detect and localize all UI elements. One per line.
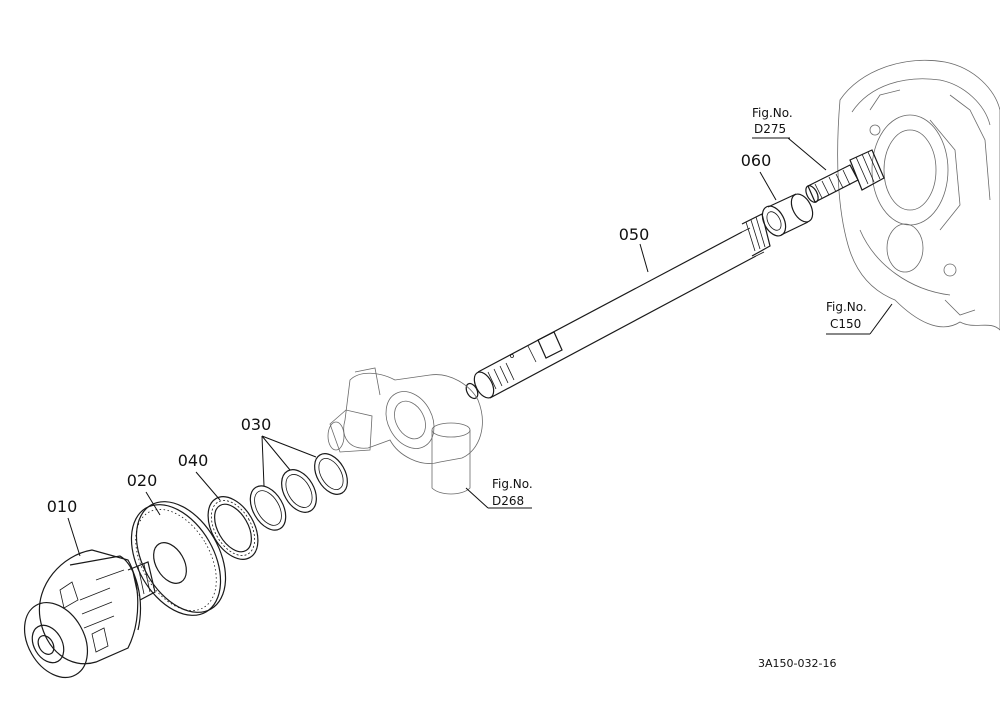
part-label-050: 050 <box>619 225 650 244</box>
leader-c150 <box>869 303 893 335</box>
collar-060 <box>761 193 814 237</box>
part-label-010: 010 <box>47 497 78 516</box>
leader-d268 <box>465 487 532 509</box>
plate-020 <box>130 501 227 616</box>
part-label-020: 020 <box>127 471 158 490</box>
bearing-040 <box>207 496 259 560</box>
main-shaft-050 <box>465 213 771 400</box>
spline-stub <box>805 149 885 203</box>
part-label-030: 030 <box>241 415 272 434</box>
leader-010 <box>67 517 81 557</box>
leader-030 <box>261 435 317 487</box>
fig-ref-number-d268: D268 <box>492 494 524 508</box>
leader-d275 <box>787 137 827 171</box>
part-label-040: 040 <box>178 451 209 470</box>
assembly-010 <box>23 549 156 678</box>
housing-outline <box>837 59 1000 331</box>
hub-housing <box>327 367 483 495</box>
leader-050 <box>639 243 649 273</box>
fig-ref-prefix-d268: Fig.No. <box>492 477 533 491</box>
leader-060 <box>759 171 777 201</box>
leader-lines <box>67 137 893 557</box>
drawing-code: 3A150-032-16 <box>758 657 836 670</box>
leader-040 <box>195 471 221 501</box>
rings-030 <box>249 453 348 531</box>
fig-ref-number-d275: D275 <box>754 122 786 136</box>
fig-ref-prefix-d275: Fig.No. <box>752 106 793 120</box>
fig-ref-number-c150: C150 <box>830 317 861 331</box>
part-label-060: 060 <box>741 151 772 170</box>
leader-020 <box>145 491 161 516</box>
fig-ref-prefix-c150: Fig.No. <box>826 300 867 314</box>
